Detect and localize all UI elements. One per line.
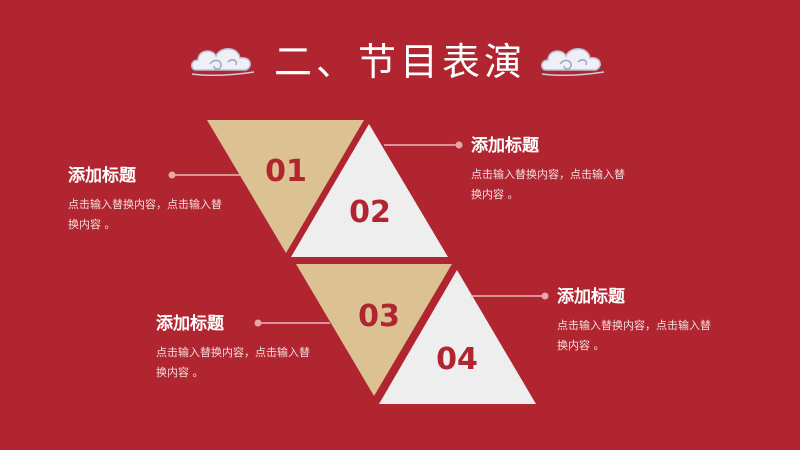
block-body: 点击输入替换内容，点击输入替换内容 。	[471, 168, 625, 201]
text-block-02: 添加标题 点击输入替换内容，点击输入替换内容 。	[471, 135, 631, 205]
block-body: 点击输入替换内容，点击输入替换内容 。	[68, 198, 222, 231]
triangle-04	[379, 270, 536, 404]
block-body: 点击输入替换内容，点击输入替换内容 。	[156, 346, 310, 379]
text-block-01: 添加标题 点击输入替换内容，点击输入替换内容 。	[68, 165, 228, 235]
cloud-icon	[191, 48, 255, 77]
block-heading: 添加标题	[557, 287, 625, 307]
connector-dot-01	[168, 171, 176, 179]
number-03: 03	[358, 299, 400, 334]
number-04: 04	[436, 342, 478, 377]
connector-dot-02	[455, 141, 463, 149]
text-block-04: 添加标题 点击输入替换内容，点击输入替换内容 。	[557, 286, 717, 356]
triangle-03	[296, 264, 452, 396]
connector-dot-03	[254, 319, 262, 327]
block-heading: 添加标题	[156, 314, 224, 334]
block-body: 点击输入替换内容，点击输入替换内容 。	[557, 319, 711, 352]
cloud-icon	[541, 48, 605, 77]
triangle-01	[207, 120, 364, 253]
block-heading: 添加标题	[68, 166, 136, 186]
connector-dot-04	[541, 292, 549, 300]
number-01: 01	[265, 154, 307, 189]
number-02: 02	[349, 195, 391, 230]
block-heading: 添加标题	[471, 136, 539, 156]
page-title: 二、节目表演	[273, 40, 526, 84]
triangle-02	[291, 124, 448, 257]
text-block-03: 添加标题 点击输入替换内容，点击输入替换内容 。	[156, 313, 316, 383]
